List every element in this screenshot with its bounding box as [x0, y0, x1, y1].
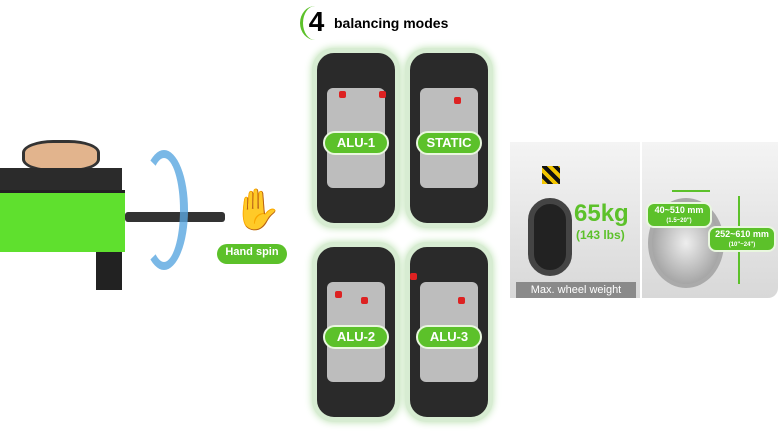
- weight-panel: 65kg (143 lbs) Max. wheel weight: [510, 142, 640, 298]
- hand-icon: ✋: [232, 188, 282, 232]
- weight-value: 65kg: [574, 200, 629, 227]
- tire-icon: [528, 198, 572, 276]
- machine-stand: [96, 252, 122, 290]
- mode-label: ALU-2: [323, 325, 389, 349]
- spin-arrow-icon: [140, 150, 188, 270]
- modes-count: 4: [300, 6, 330, 40]
- mode-static: STATIC: [405, 48, 493, 228]
- hook-icon: [542, 166, 560, 184]
- rim-diameter-metric: 252~610 mm: [715, 229, 769, 239]
- rim-width-imperial: (1.5~20"): [666, 218, 692, 224]
- modes-title: 4 balancing modes: [300, 6, 448, 40]
- rim-width-metric: 40~510 mm: [654, 205, 704, 215]
- mode-alu-2: ALU-2: [312, 242, 400, 422]
- rim-diameter-imperial: (10"~24"): [728, 242, 756, 248]
- rim-panel: 40~510 mm (1.5~20") 252~610 mm (10"~24"): [642, 142, 778, 298]
- mode-label: STATIC: [416, 131, 482, 155]
- rim-diameter-badge: 252~610 mm (10"~24"): [708, 226, 776, 252]
- modes-title-text: balancing modes: [334, 15, 449, 31]
- rim-width-badge: 40~510 mm (1.5~20"): [646, 202, 712, 228]
- machine-body: [0, 190, 125, 252]
- mode-label: ALU-3: [416, 325, 482, 349]
- machine-top: [0, 168, 122, 190]
- hand-spin-label: Hand spin: [217, 244, 287, 264]
- mode-alu-3: ALU-3: [405, 242, 493, 422]
- mode-label: ALU-1: [323, 131, 389, 155]
- weight-caption: Max. wheel weight: [516, 282, 636, 298]
- weight-imperial: (143 lbs): [576, 228, 625, 242]
- width-arrow: [672, 190, 710, 192]
- mode-alu-1: ALU-1: [312, 48, 400, 228]
